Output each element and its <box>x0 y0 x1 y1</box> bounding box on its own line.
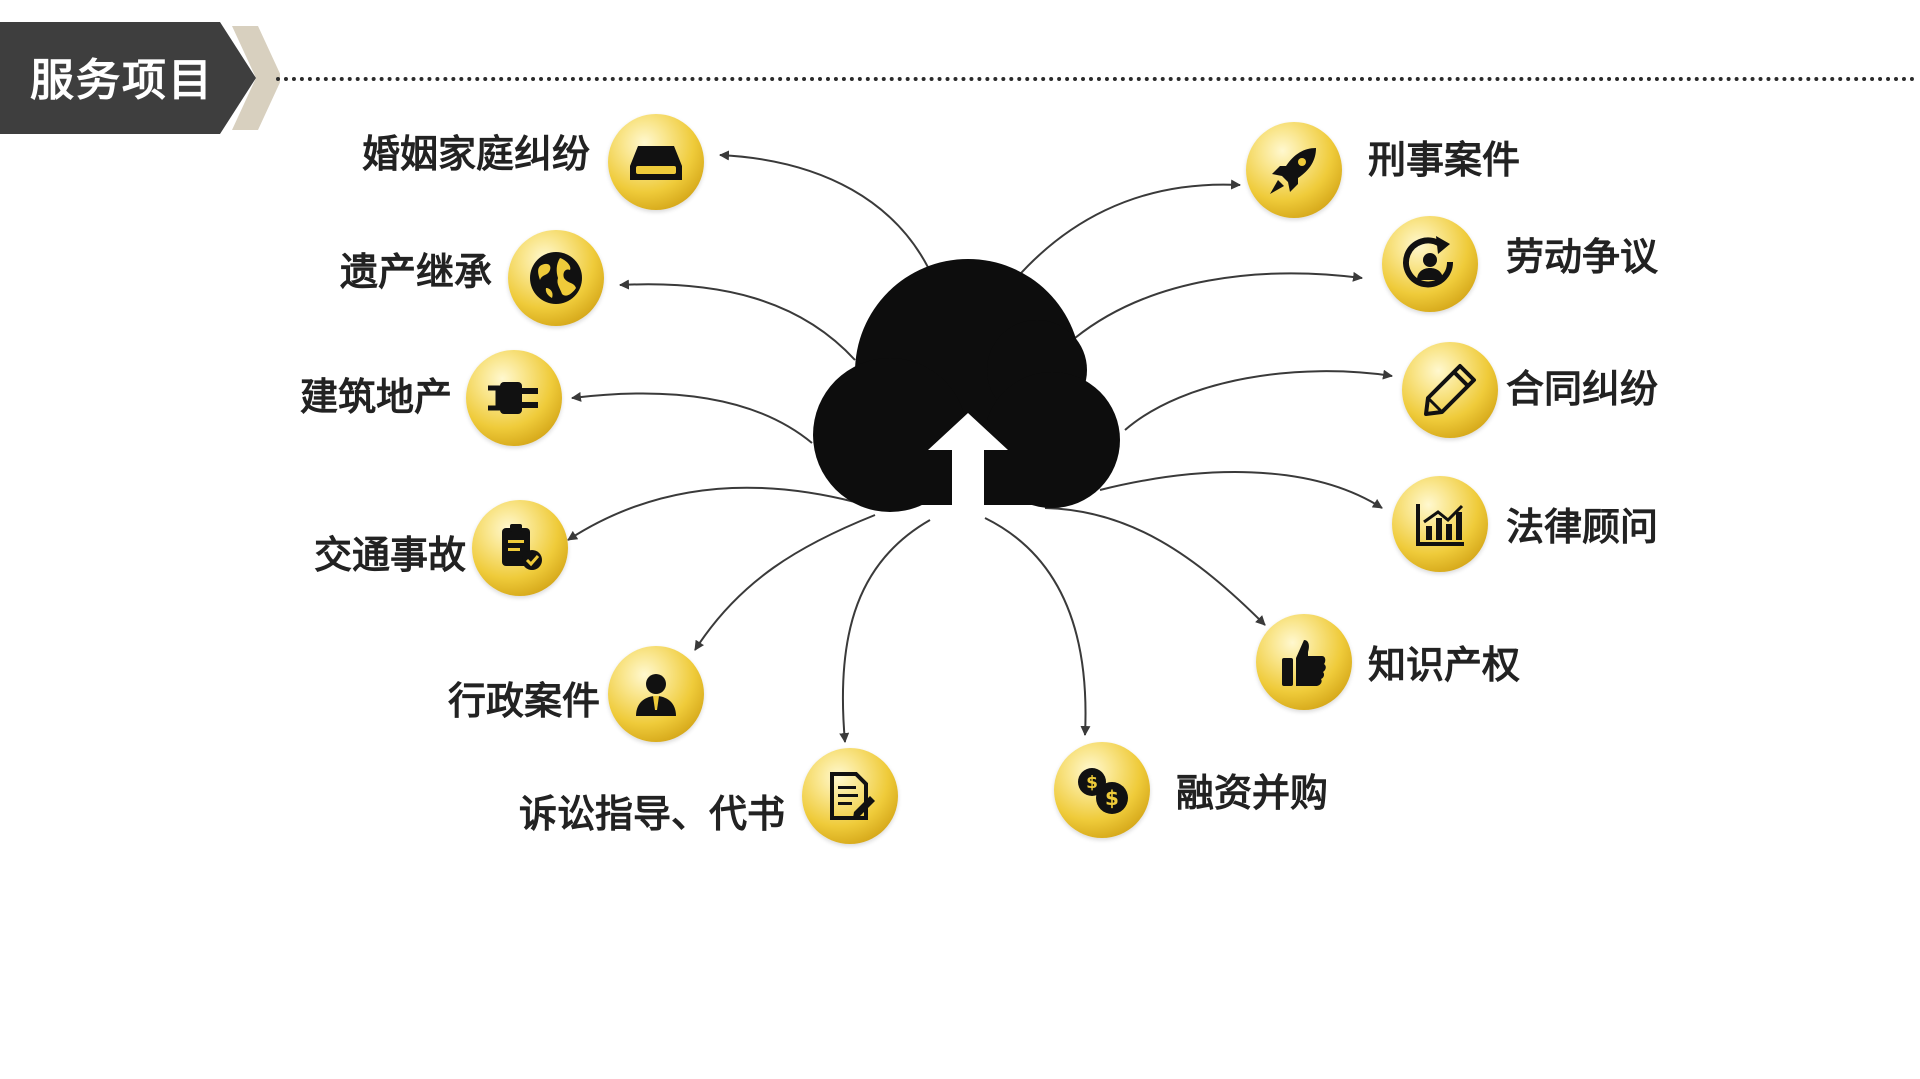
item-label-administrative: 行政案件 <box>447 679 600 723</box>
bar-chart-icon <box>1416 504 1464 546</box>
page-title: 服务项目 <box>30 55 214 106</box>
connector-labor <box>1074 271 1363 339</box>
connector-litigation <box>839 519 931 743</box>
connector-marriage <box>719 150 936 283</box>
connector-administrative <box>694 514 876 651</box>
item-badge-litigation[interactable] <box>802 748 898 844</box>
item-badge-inheritance[interactable] <box>508 230 604 326</box>
globe-icon <box>530 252 582 304</box>
item-badge-construction[interactable] <box>466 350 562 446</box>
item-badge-criminal[interactable] <box>1246 122 1342 218</box>
item-label-litigation: 诉讼指导、代书 <box>518 792 785 836</box>
item-badge-labor[interactable] <box>1382 216 1478 312</box>
item-label-marriage: 婚姻家庭纠纷 <box>361 132 590 176</box>
thumbs-up-icon <box>1282 640 1326 686</box>
item-label-contract: 合同纠纷 <box>1506 367 1659 411</box>
connector-ip <box>1044 507 1266 626</box>
item-badge-financing[interactable]: $ $ <box>1054 742 1150 838</box>
item-label-counsel: 法律顾问 <box>1506 505 1659 549</box>
svg-text:$: $ <box>1086 773 1098 793</box>
plug-icon <box>488 382 538 414</box>
user-icon <box>636 674 676 716</box>
item-badge-ip[interactable] <box>1256 614 1352 710</box>
connector-counsel <box>1099 471 1383 509</box>
item-label-construction: 建筑地产 <box>299 375 452 419</box>
rocket-icon <box>1270 148 1316 194</box>
item-badge-counsel[interactable] <box>1392 476 1488 572</box>
connector-inheritance <box>619 279 856 361</box>
connector-contract <box>1124 369 1393 431</box>
item-label-labor: 劳动争议 <box>1506 235 1659 279</box>
item-label-inheritance: 遗产继承 <box>339 250 492 294</box>
header-banner <box>0 22 280 134</box>
item-badge-contract[interactable] <box>1402 342 1498 438</box>
item-badge-traffic[interactable] <box>472 500 568 596</box>
hard-drive-icon <box>630 146 682 180</box>
user-refresh-icon <box>1403 236 1454 288</box>
connector-financing <box>984 517 1091 736</box>
clipboard-check-icon <box>502 524 542 570</box>
header-dotted-rule <box>276 77 1916 81</box>
svg-text:$: $ <box>1105 786 1119 810</box>
document-edit-icon <box>830 772 875 820</box>
item-label-ip: 知识产权 <box>1368 643 1521 687</box>
connector-traffic <box>567 486 856 541</box>
item-label-criminal: 刑事案件 <box>1368 138 1521 182</box>
connector-construction <box>571 391 813 444</box>
item-badge-marriage[interactable] <box>608 114 704 210</box>
item-label-financing: 融资并购 <box>1176 771 1329 815</box>
pencil-icon <box>1424 364 1476 416</box>
connector-criminal <box>999 179 1241 299</box>
item-label-traffic: 交通事故 <box>313 533 466 577</box>
item-badge-administrative[interactable] <box>608 646 704 742</box>
dollar-coins-icon: $ $ <box>1078 768 1128 814</box>
cloud-upload-icon <box>813 259 1120 512</box>
